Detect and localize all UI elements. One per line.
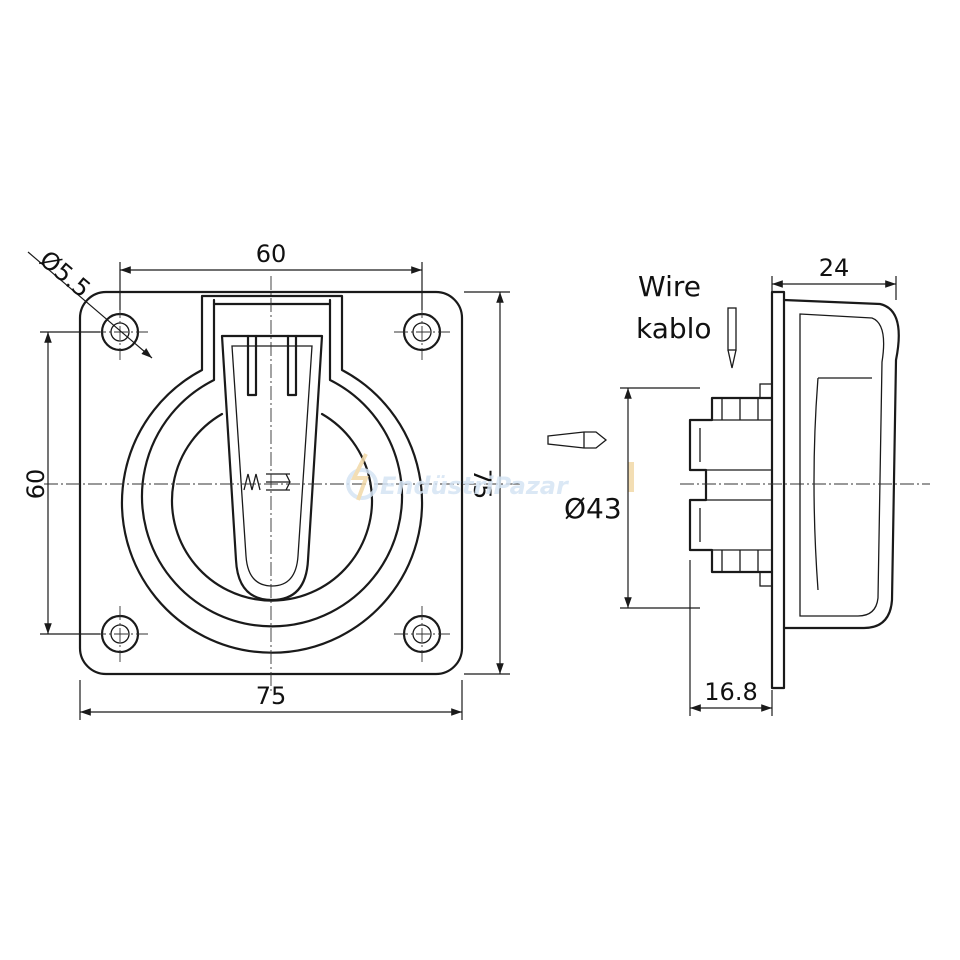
side-housing <box>782 298 900 630</box>
dimension-right-height-label: 75 <box>468 469 496 500</box>
socket-housing-outer <box>120 294 424 654</box>
dimension-top-width: 60 <box>119 240 423 310</box>
dimension-diameter-label: Ø43 <box>564 492 622 525</box>
socket-face-ring <box>170 412 374 602</box>
side-flange <box>770 290 786 690</box>
dimension-hole-diameter-label: Ø5.5 <box>34 245 96 303</box>
hinged-cover-inner <box>231 345 313 587</box>
globe-logo-icon <box>346 453 378 501</box>
dimension-left-height-label: 60 <box>22 469 50 500</box>
dimension-right-height: 75 <box>464 291 510 675</box>
wire-ferrule-icon <box>547 431 608 449</box>
dimension-side-depth: 24 <box>771 254 897 300</box>
cover-emblem-icon <box>243 473 291 491</box>
wire-pin-icon <box>727 307 737 369</box>
side-rear-body <box>688 383 774 587</box>
dimension-top-width-label: 60 <box>256 240 287 268</box>
front-view: 60 Ø5.5 60 75 75 <box>22 240 520 720</box>
socket-housing-inner <box>140 298 404 628</box>
watermark-text: EndüstriPazar <box>380 472 570 500</box>
dimension-body-depth-label: 16.8 <box>704 678 757 706</box>
wire-label-en: Wire <box>638 270 701 303</box>
hinged-cover <box>220 334 324 602</box>
dimension-bottom-width: 75 <box>79 680 463 720</box>
dimension-diameter: Ø43 <box>564 387 700 609</box>
dimension-body-depth: 16.8 <box>689 560 773 716</box>
watermark: EndüstriPazar <box>346 453 634 501</box>
dimension-hole-diameter: Ø5.5 <box>27 245 153 359</box>
side-view: Wire kablo <box>547 254 930 716</box>
wire-label-tr: kablo <box>636 312 712 345</box>
dimension-bottom-width-label: 75 <box>256 682 287 710</box>
cover-hinge-top <box>212 302 332 397</box>
dimension-side-depth-label: 24 <box>819 254 850 282</box>
side-housing-inner <box>799 313 885 617</box>
dimension-left-height: 60 <box>22 331 100 635</box>
